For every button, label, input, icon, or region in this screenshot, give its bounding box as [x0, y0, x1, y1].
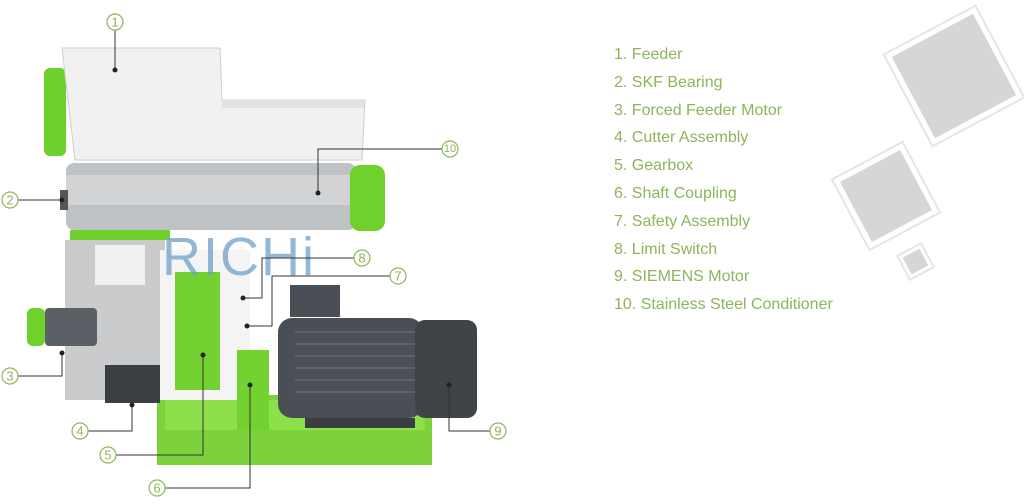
callout-8: 8	[358, 251, 365, 266]
legend-item: 9. SIEMENS Motor	[614, 268, 750, 286]
callout-10: 10	[444, 143, 456, 155]
callout-9: 9	[494, 424, 501, 439]
callout-1: 1	[111, 15, 118, 30]
callout-3: 3	[6, 369, 13, 384]
pellet-chamber	[65, 240, 250, 403]
stainless-steel-conditioner	[60, 163, 385, 240]
feeder	[44, 47, 366, 161]
shaft-coupling	[237, 350, 269, 430]
forced-feeder-motor	[27, 308, 97, 346]
legend-item: 6. Shaft Coupling	[614, 184, 737, 202]
legend-item: 3. Forced Feeder Motor	[614, 101, 783, 119]
siemens-motor	[278, 285, 477, 428]
callout-4: 4	[76, 424, 83, 439]
callout-5: 5	[104, 448, 111, 463]
richi-watermark: RICHi	[162, 227, 316, 287]
decorative-diamond-small	[898, 244, 933, 279]
decorative-diamond-large	[885, 7, 1023, 145]
callout-6: 6	[153, 481, 160, 496]
decorative-diamond-medium	[833, 143, 939, 249]
legend-item: 8. Limit Switch	[614, 240, 718, 258]
legend-item: 10. Stainless Steel Conditioner	[614, 296, 833, 314]
parts-legend: 1. Feeder 2. SKF Bearing 3. Forced Feede…	[614, 41, 833, 319]
pellet-mill-diagram: RICHi 1 2 3 4 5 6 7 8 9 10	[1, 13, 507, 497]
callout-7: 7	[394, 269, 401, 284]
legend-item: 2. SKF Bearing	[614, 73, 723, 91]
callout-2: 2	[6, 193, 13, 208]
legend-item: 1. Feeder	[614, 46, 683, 63]
legend-item: 5. Gearbox	[614, 157, 694, 175]
legend-item: 4. Cutter Assembly	[614, 129, 749, 147]
legend-item: 7. Safety Assembly	[614, 212, 751, 230]
